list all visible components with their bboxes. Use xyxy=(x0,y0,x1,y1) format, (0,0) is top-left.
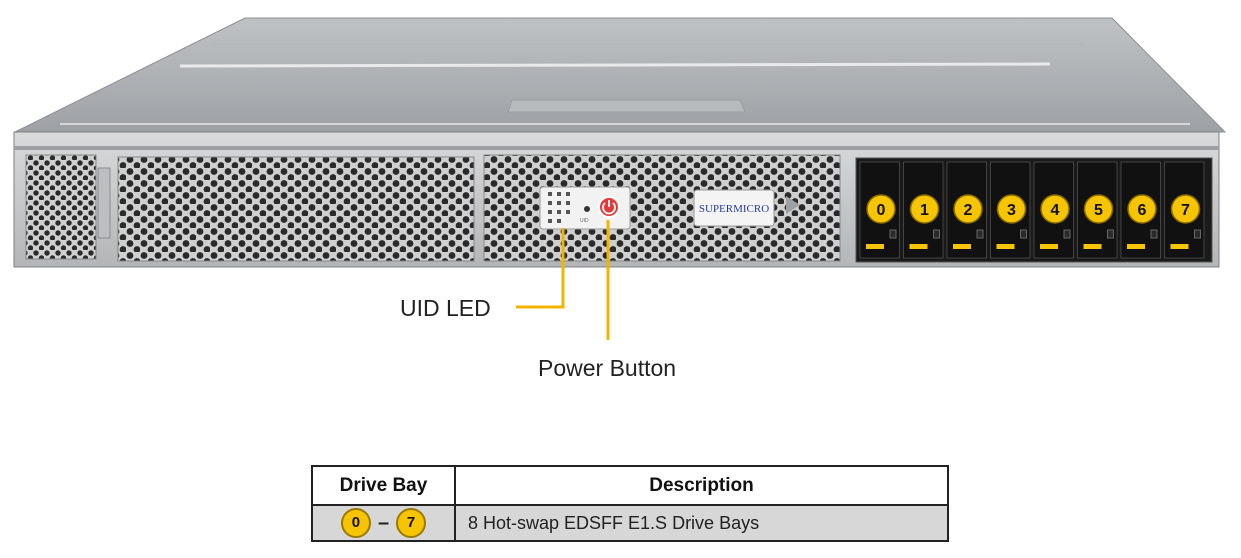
drive-bay[interactable]: 2 xyxy=(946,161,987,259)
drive-bay-latch[interactable] xyxy=(1127,244,1145,249)
drive-bay-number: 3 xyxy=(1007,202,1016,219)
drive-bay-led xyxy=(1194,229,1201,239)
drive-bay-latch[interactable] xyxy=(953,244,971,249)
callout-lines xyxy=(516,220,610,340)
drive-bay-led xyxy=(1063,229,1071,239)
drive-bay[interactable]: 3 xyxy=(990,161,1031,259)
drive-bay-table: Drive Bay Description 0–7 8 Hot-swap EDS… xyxy=(311,465,949,542)
drive-bay-number-badge xyxy=(866,194,896,224)
drive-bay-number: 6 xyxy=(1138,202,1147,219)
drive-bay[interactable]: 7 xyxy=(1164,161,1205,259)
uid-led-icon xyxy=(584,206,590,212)
table-row: 0–7 8 Hot-swap EDSFF E1.S Drive Bays xyxy=(311,504,949,542)
drive-bay-cell: 0–7 xyxy=(311,504,456,542)
drive-bay-led xyxy=(1020,229,1027,239)
drive-bay-number: 5 xyxy=(1094,202,1103,219)
drive-bays: 0 1 2 3 4 5 6 7 xyxy=(859,161,1205,259)
drive-bay-number-badge xyxy=(1170,194,1201,224)
drive-bay-led xyxy=(933,229,940,239)
drive-bay-number: 7 xyxy=(1181,202,1190,219)
bay-end-badge: 7 xyxy=(396,508,427,538)
brand-logo-text: SUPERMICRO xyxy=(699,203,769,215)
left-vent xyxy=(25,154,111,260)
drive-bay[interactable]: 1 xyxy=(903,161,944,259)
drive-bay-number-badge xyxy=(996,194,1027,224)
status-led-icons xyxy=(548,192,570,223)
drive-bay-led xyxy=(1107,229,1114,239)
power-button-icon[interactable] xyxy=(598,196,620,218)
drive-bay[interactable]: 6 xyxy=(1120,161,1161,259)
bay-start-badge: 0 xyxy=(340,508,371,538)
drive-bay-number-badge xyxy=(1127,194,1157,224)
drive-bay[interactable]: 4 xyxy=(1033,161,1074,259)
description-cell: 8 Hot-swap EDSFF E1.S Drive Bays xyxy=(454,504,949,542)
drive-bay[interactable]: 0 xyxy=(859,161,900,259)
drive-bay-led xyxy=(976,229,984,239)
drive-bay-latch[interactable] xyxy=(1040,244,1058,249)
drive-bay-number: 4 xyxy=(1051,202,1060,219)
bay-range-dash: – xyxy=(377,511,390,534)
main-vent xyxy=(117,156,475,262)
drive-bay-latch[interactable] xyxy=(909,244,928,249)
drive-bay-number-badge xyxy=(1083,194,1114,224)
drive-bay-latch[interactable] xyxy=(996,244,1015,249)
table-header-row: Drive Bay Description xyxy=(311,465,949,506)
drive-bay-led xyxy=(889,229,897,239)
led-panel-text: UID xyxy=(580,218,589,224)
drive-bay-number: 1 xyxy=(920,202,929,219)
drive-bay[interactable]: 5 xyxy=(1077,161,1118,259)
control-panel: UID SUPERMICRO xyxy=(483,154,841,262)
drive-bay-number-badge xyxy=(1040,194,1070,224)
chassis-top xyxy=(14,17,1227,133)
table-header-description: Description xyxy=(454,465,949,506)
uid-led-label: UID LED xyxy=(400,295,491,321)
uid-led-callout-line xyxy=(516,228,565,309)
drive-bay-number: 2 xyxy=(964,202,973,219)
drive-bay-number: 0 xyxy=(877,202,886,219)
power-button-label: Power Button xyxy=(538,355,677,381)
drive-bay-number-badge xyxy=(953,194,983,224)
drive-bay-latch[interactable] xyxy=(866,244,884,249)
drive-bay-latch[interactable] xyxy=(1083,244,1102,249)
table-header-drive-bay: Drive Bay xyxy=(311,465,456,506)
drive-bay-latch[interactable] xyxy=(1170,244,1189,249)
brand-logo xyxy=(693,189,775,227)
drive-bay-led xyxy=(1150,229,1158,239)
drive-bay-number-badge xyxy=(909,194,940,224)
